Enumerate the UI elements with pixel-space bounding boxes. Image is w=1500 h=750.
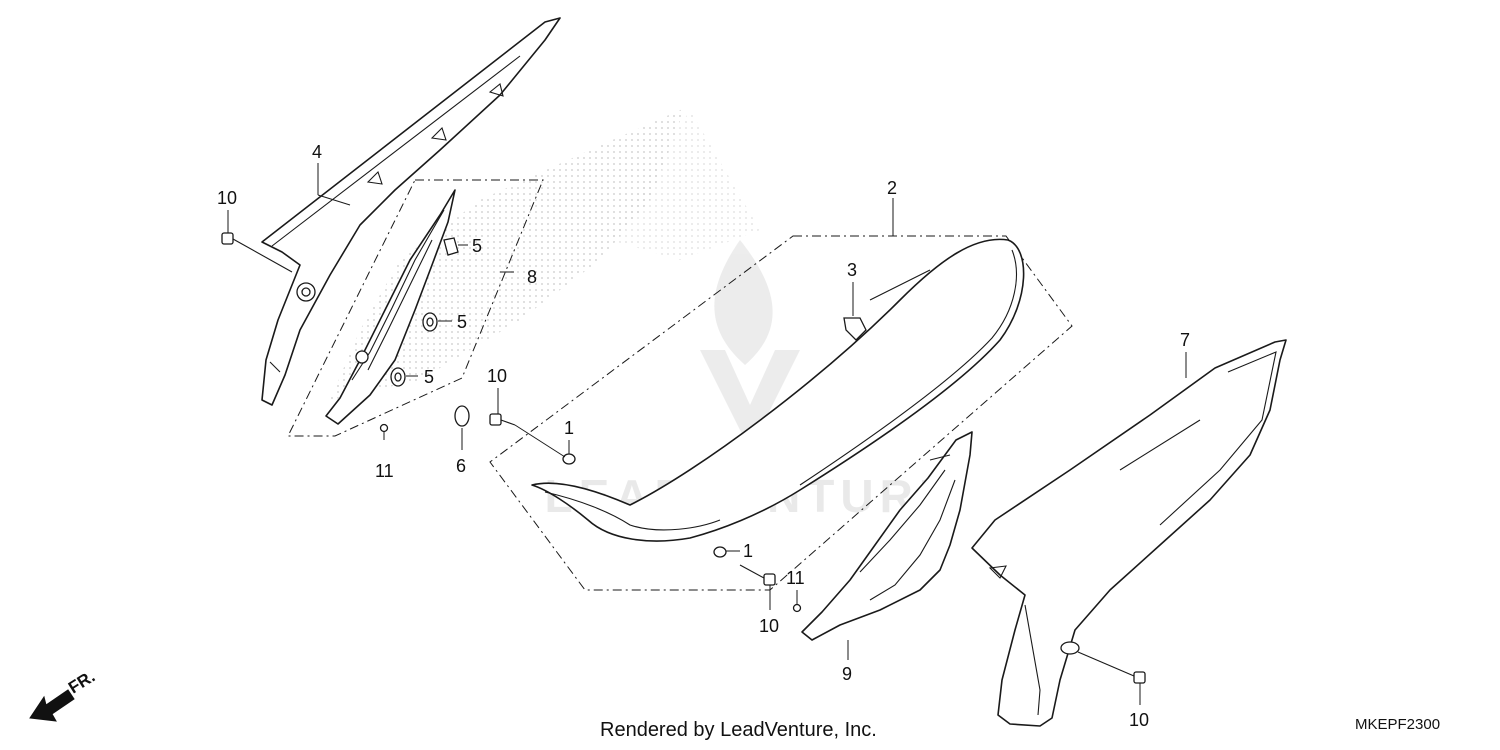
callout-9: 9: [842, 664, 852, 684]
part-11-screw-left[interactable]: [379, 423, 389, 441]
callout-1-upper: 1: [564, 418, 574, 438]
part-7-right-side-cover[interactable]: [971, 339, 1287, 727]
front-arrow-icon: [29, 689, 75, 722]
part-1-bushing-lower[interactable]: [713, 546, 740, 558]
part-11-screw-middle[interactable]: [792, 590, 802, 613]
callout-10-seat: 10: [487, 366, 507, 386]
callout-8: 8: [527, 267, 537, 287]
part-10-bolt-top-left[interactable]: [221, 210, 293, 273]
part-5-grommet-c[interactable]: [390, 367, 418, 387]
callout-4: 4: [312, 142, 322, 162]
callout-10-top-left: 10: [217, 188, 237, 208]
diagram-code: MKEPF2300: [1355, 716, 1441, 733]
callout-2: 2: [887, 178, 897, 198]
part-3-seat-tab[interactable]: [843, 317, 867, 341]
part-5-grommet-a[interactable]: [443, 237, 468, 256]
callout-6: 6: [456, 456, 466, 476]
part-10-bolt-seat[interactable]: [489, 388, 566, 458]
callout-5-a: 5: [472, 236, 482, 256]
leader-lines: [317, 163, 1187, 660]
part-1-bushing-upper[interactable]: [562, 440, 576, 465]
callout-10-lower-middle: 10: [759, 616, 779, 636]
part-10-bolt-lower-middle[interactable]: [739, 564, 776, 610]
callout-10-bottom-right: 10: [1129, 710, 1149, 730]
callout-5-c: 5: [424, 367, 434, 387]
callout-11-left: 11: [375, 461, 394, 481]
part-4-side-cover[interactable]: [261, 17, 561, 406]
callout-5-b: 5: [457, 312, 467, 332]
credit-text: Rendered by LeadVenture, Inc.: [600, 719, 877, 741]
callout-3: 3: [847, 260, 857, 280]
part-9-vent-panel[interactable]: [801, 431, 973, 641]
part-6-cap[interactable]: [454, 405, 470, 427]
callout-7: 7: [1180, 330, 1190, 350]
front-direction-indicator: FR.: [29, 667, 98, 722]
part-5-grommet-b[interactable]: [422, 312, 452, 332]
part-10-bolt-bottom-right[interactable]: [1077, 651, 1146, 705]
background-wing-pattern: [330, 108, 760, 400]
part-8-inner-panel[interactable]: [287, 179, 544, 437]
callout-11-middle: 11: [786, 568, 805, 588]
callout-1-lower: 1: [743, 541, 753, 561]
